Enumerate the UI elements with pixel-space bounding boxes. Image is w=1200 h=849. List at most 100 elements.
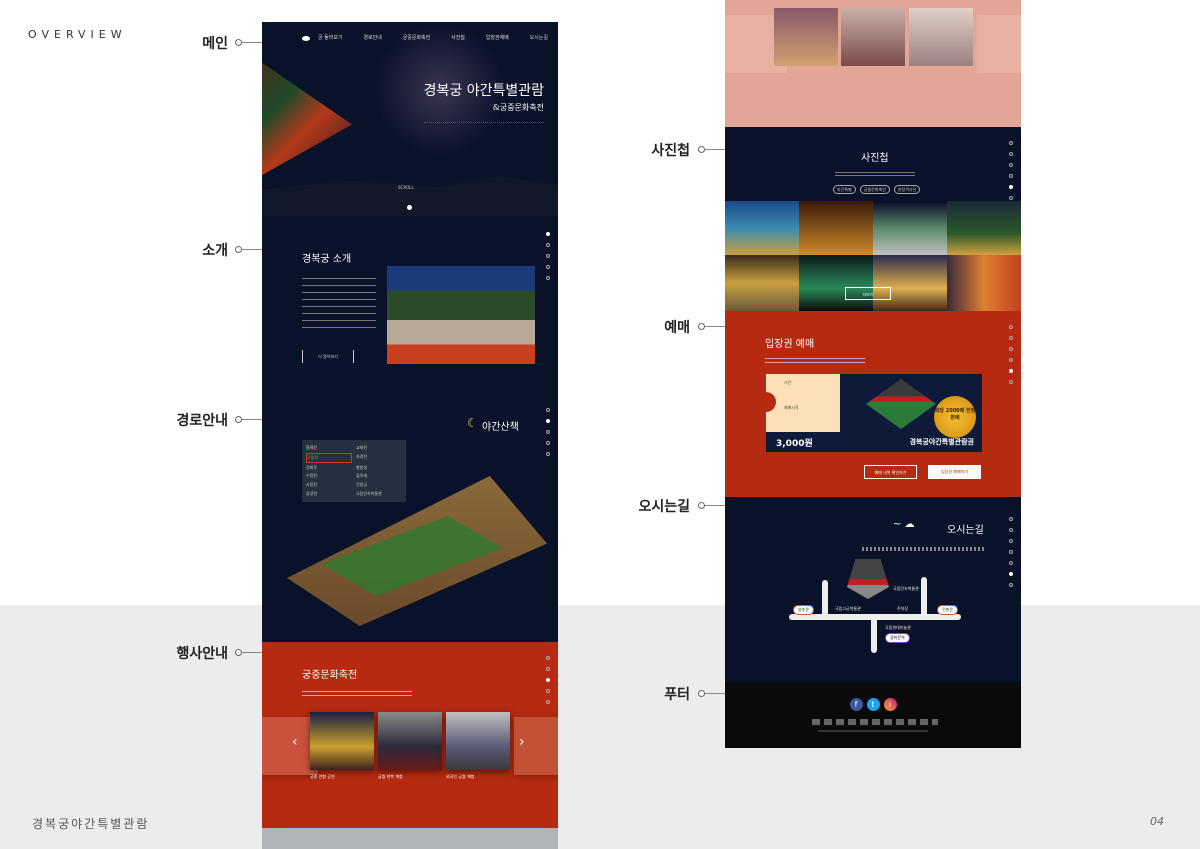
legend-item[interactable]: 집옥재 xyxy=(356,473,368,479)
hero-subtitle: &궁중문화축전 xyxy=(492,103,544,112)
legend-item[interactable]: 건청궁 xyxy=(356,482,368,488)
festival-description xyxy=(302,688,412,698)
label-intro: 소개 xyxy=(202,243,228,259)
gallery-card[interactable] xyxy=(378,712,442,770)
photos-description xyxy=(835,170,915,178)
ticket-period-label: 기간 xyxy=(784,380,792,385)
gate-pill: 건춘문 xyxy=(937,605,959,615)
filter-button[interactable]: 관람객사진 xyxy=(893,185,921,194)
intro-title: 경복궁 소개 xyxy=(302,254,352,265)
nav-item[interactable]: 오시는길 xyxy=(529,35,548,41)
nav-item[interactable]: 궁 둘러보기 xyxy=(318,35,343,41)
twitter-icon[interactable]: t xyxy=(866,698,880,711)
road xyxy=(921,577,927,619)
legend-item[interactable]: 흥례문 xyxy=(306,445,318,450)
logo[interactable] xyxy=(302,36,310,41)
connector-line xyxy=(705,326,725,327)
instagram-icon[interactable]: i xyxy=(883,698,897,711)
nav-item[interactable]: 궁중문화축전 xyxy=(402,35,431,41)
hero-title: 경복궁 야간특별관람 xyxy=(423,83,544,99)
limited-badge: 회당 2000매 한정판매 xyxy=(934,396,976,438)
side-nav[interactable] xyxy=(546,656,550,704)
label-photos: 사진첩 xyxy=(651,143,690,159)
legend-item[interactable]: 강녕전 xyxy=(306,491,318,497)
nav-item[interactable]: 입장권예매 xyxy=(485,35,509,41)
side-nav[interactable] xyxy=(1009,141,1013,200)
legend-item[interactable]: 사정전 xyxy=(306,482,318,488)
label-main: 메인 xyxy=(202,36,228,52)
directions-title: 오시는길 xyxy=(947,525,984,536)
legend-item-active[interactable]: 근정전 xyxy=(306,452,352,463)
legend-item[interactable]: 경회루 xyxy=(306,464,318,470)
scroll-indicator-icon[interactable] xyxy=(407,205,412,210)
connector-dot xyxy=(698,502,705,509)
filter-button[interactable]: 궁중문화축전 xyxy=(859,185,890,194)
hero-description xyxy=(424,122,544,144)
book-ticket-button[interactable]: 입장권 예매하기 xyxy=(928,465,981,479)
gallery-card[interactable] xyxy=(909,8,973,66)
site-mockup-right: 사진첩 야간특별 궁중문화축전 관람객사진 더보기 입장권 예매 기간 예매시작… xyxy=(725,0,1021,748)
gallery-card-faded[interactable] xyxy=(514,717,558,775)
nav-item[interactable]: 사진첩 xyxy=(451,35,465,41)
gallery-photo[interactable] xyxy=(947,255,1021,311)
legend-item[interactable]: 국립민속박물관 xyxy=(356,491,382,497)
legend-item[interactable]: 향원정 xyxy=(356,464,368,470)
gallery-card[interactable] xyxy=(310,712,374,770)
booking-section: 입장권 예매 기간 예매시작 3,000원 경복궁야간특별관람권 회당 2000… xyxy=(725,311,1021,497)
cloud-icon: ~ ☁ xyxy=(893,519,915,530)
prev-arrow-icon[interactable]: ‹ xyxy=(292,734,298,750)
directions-description xyxy=(860,547,985,551)
page-number: 04 xyxy=(1150,815,1164,828)
gallery-photo[interactable] xyxy=(725,255,799,311)
place-label: 국립민속박물관 xyxy=(893,586,919,591)
connector-line xyxy=(705,149,725,150)
gallery-photo[interactable] xyxy=(873,201,947,255)
scroll-label: SCROLL xyxy=(398,185,414,190)
filter-button[interactable]: 야간특별 xyxy=(833,185,856,194)
legend-item[interactable]: 수정전 xyxy=(306,473,318,479)
pavilion-illustration xyxy=(866,379,936,429)
gate-pill: 영추문 xyxy=(793,605,815,615)
connector-dot xyxy=(698,146,705,153)
more-button[interactable]: 더 알아보기 xyxy=(302,350,354,363)
side-nav[interactable] xyxy=(546,408,550,456)
connector-line xyxy=(705,693,725,694)
festival-section: 궁중문화축전 궁중 연향 공연 궁궐 한복 체험 외국인 궁궐 체험 ‹ › xyxy=(262,642,558,828)
nav-item[interactable]: 경로안내 xyxy=(363,35,382,41)
check-booking-button[interactable]: 예매 내역 확인하기 xyxy=(864,465,917,479)
side-nav[interactable] xyxy=(1009,517,1013,587)
connector-dot xyxy=(698,323,705,330)
facebook-icon[interactable]: f xyxy=(849,698,863,711)
next-arrow-icon[interactable]: › xyxy=(519,734,525,750)
ticket-info: 기간 예매시작 xyxy=(756,374,840,432)
photos-more-button[interactable]: 더보기 xyxy=(845,287,891,300)
gallery-photo[interactable] xyxy=(725,201,799,255)
legend-item[interactable]: 자경전 xyxy=(356,453,368,459)
footer-logos xyxy=(808,719,938,725)
gallery-card[interactable] xyxy=(841,8,905,66)
gallery-photo[interactable] xyxy=(799,201,873,255)
gallery-caption: 외국인 궁궐 체험 xyxy=(446,774,475,779)
gallery-photo[interactable] xyxy=(873,255,947,311)
side-nav[interactable] xyxy=(546,232,550,280)
portfolio-title: 경복궁야간특별관람 xyxy=(32,817,150,831)
label-route: 경로안내 xyxy=(176,413,228,429)
overview-heading: OVERVIEW xyxy=(28,28,127,41)
gallery-card-faded[interactable] xyxy=(262,717,318,775)
place-label: 국립고궁박물관 xyxy=(835,606,861,611)
ticket-name: 경복궁야간특별관람권 xyxy=(909,438,974,446)
label-event: 행사안내 xyxy=(176,646,228,662)
gallery-card[interactable] xyxy=(774,8,838,66)
copyright xyxy=(818,730,928,732)
intro-text xyxy=(302,274,376,334)
side-nav[interactable] xyxy=(1009,325,1013,384)
road xyxy=(822,580,828,620)
legend-item[interactable]: 교태전 xyxy=(356,445,368,450)
ticket-start-label: 예매시작 xyxy=(784,405,799,410)
gallery-card-faded[interactable] xyxy=(977,15,1021,73)
gallery-photo[interactable] xyxy=(947,201,1021,255)
gallery-card[interactable] xyxy=(446,712,510,770)
photo-filters: 야간특별 궁중문화축전 관람객사진 xyxy=(833,185,921,194)
gallery-photo[interactable] xyxy=(799,255,873,311)
